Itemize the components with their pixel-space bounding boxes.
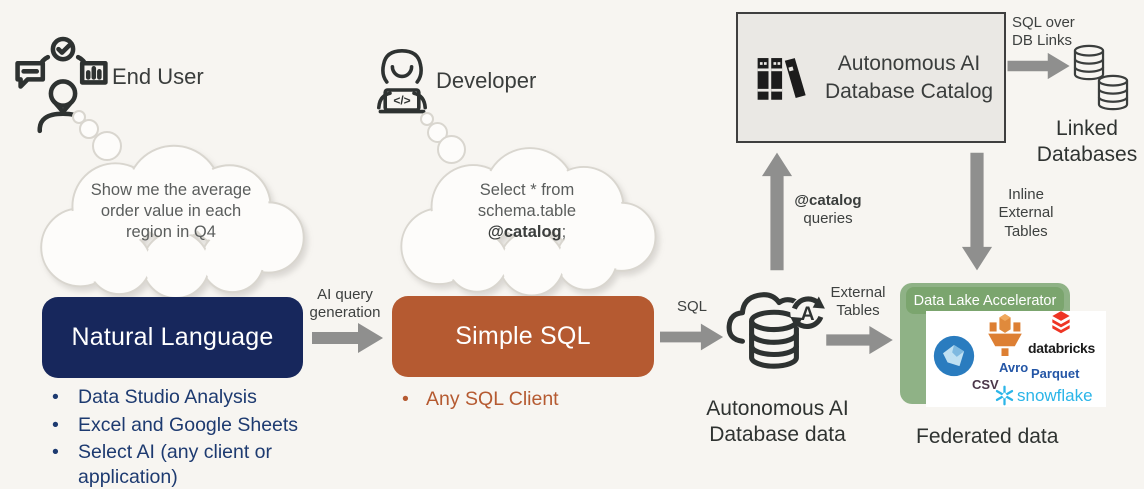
inline-external-tables-label: Inline External Tables — [998, 186, 1054, 240]
end-user-label: End User — [112, 64, 204, 89]
external-tables-label: External Tables — [830, 284, 886, 320]
databricks-logo: databricks — [1028, 311, 1095, 356]
list-item: Data Studio Analysis — [44, 385, 320, 410]
natural-language-box: Natural Language — [42, 297, 303, 378]
sql-arrow-label: SQL — [676, 298, 707, 315]
simple-sql-title: Simple SQL — [455, 322, 591, 350]
linked-databases-caption: Linked Databases — [1036, 117, 1138, 167]
database-cylinder-icon — [1073, 44, 1105, 81]
avro-label: Avro — [999, 360, 1029, 375]
snowflake-icon — [995, 385, 1014, 406]
federated-data-caption: Federated data — [916, 425, 1059, 448]
database-cylinder-icon — [1097, 74, 1129, 111]
arrow-right-external-tables — [826, 325, 893, 355]
autonomous-db-caption: Autonomous AI Database data — [706, 397, 849, 447]
any-sql-client-bullet: Any SQL Client — [398, 388, 1144, 411]
thought-trail-dot — [92, 131, 122, 161]
csv-label: CSV — [972, 377, 999, 392]
iceberg-logo — [933, 335, 975, 377]
autonomous-catalog-box: Autonomous AI Database Catalog — [736, 12, 1006, 143]
thought-trail-dot — [437, 135, 466, 164]
autonomous-database-icon: A — [726, 292, 825, 369]
catalog-box-title: Autonomous AI Database Catalog — [824, 52, 994, 103]
arrow-right-ai-query — [312, 323, 383, 353]
natural-language-bullet-list: Data Studio Analysis Excel and Google Sh… — [44, 385, 320, 489]
sql-over-db-links-label: SQL over DB Links — [1012, 14, 1075, 50]
svg-text:</>: </> — [393, 93, 410, 107]
natural-language-title: Natural Language — [71, 323, 274, 351]
list-item: Excel and Google Sheets — [44, 413, 320, 438]
svg-text:A: A — [801, 303, 815, 325]
arrow-up-catalog-queries — [761, 152, 793, 271]
catalog-books-icon — [757, 57, 806, 100]
databricks-icon — [1052, 311, 1070, 334]
snowflake-logo: snowflake — [994, 385, 1093, 406]
list-item: Select AI (any client or application) — [44, 440, 320, 489]
arrow-right-db-links — [1007, 52, 1070, 80]
end-user-thought-text: Show me the average order value in each … — [90, 181, 252, 242]
developer-icon: </> — [377, 49, 427, 114]
developer-thought-cloud: Select * from schema.table @catalog; — [390, 138, 664, 297]
arrow-down-inline-external — [961, 152, 993, 271]
parquet-label: Parquet — [1031, 366, 1080, 381]
ai-query-generation-label: AI query generation — [309, 286, 381, 322]
end-user-thought-cloud: Show me the average order value in each … — [26, 136, 316, 299]
developer-label: Developer — [436, 68, 537, 93]
thought-trail-dot — [420, 112, 434, 126]
arrow-right-sql — [660, 323, 724, 351]
catalog-queries-label: @catalog queries — [794, 192, 862, 228]
aws-logo — [988, 314, 1022, 356]
developer-thought-text: Select * from schema.table @catalog; — [477, 181, 577, 242]
data-lake-accelerator-title: Data Lake Accelerator — [906, 287, 1064, 314]
thought-trail-dot — [79, 119, 99, 139]
simple-sql-box: Simple SQL — [392, 296, 654, 377]
